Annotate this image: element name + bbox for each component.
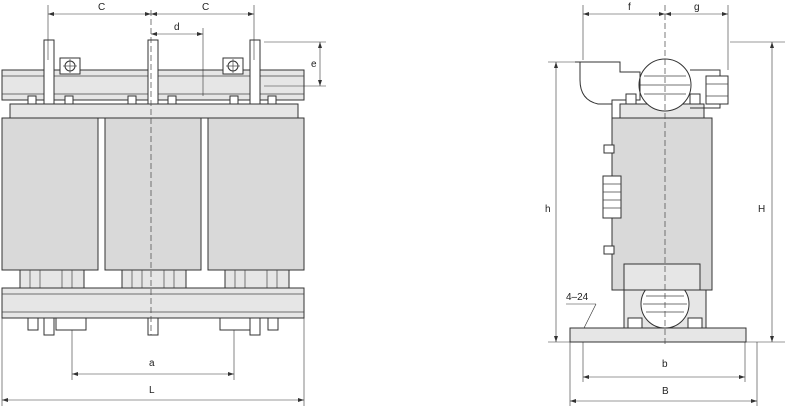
base-foot-left xyxy=(55,317,87,331)
front-view xyxy=(1,10,305,336)
dim-label-g: g xyxy=(694,2,700,13)
dim-label-c-right: C xyxy=(202,2,209,13)
tap-links xyxy=(602,144,622,255)
dim-label-a: a xyxy=(149,358,155,369)
coil-phase-c xyxy=(207,117,305,271)
dim-label-L: L xyxy=(149,385,155,396)
coil-phase-a xyxy=(1,117,99,271)
side-base-plate xyxy=(569,327,747,343)
coil-supports xyxy=(19,269,290,289)
dim-label-f: f xyxy=(628,2,631,13)
front-dimensions: C C d e a L xyxy=(1,2,326,406)
side-dimensions: f g h H 4–24 b B xyxy=(545,2,785,406)
side-top-clamp-left xyxy=(575,61,641,118)
side-coil-body xyxy=(611,117,713,291)
base-foot-right xyxy=(219,317,251,331)
bottom-yoke-clamp xyxy=(1,287,305,319)
dim-label-h: h xyxy=(545,204,551,215)
dim-label-e: e xyxy=(311,59,317,70)
holes-callout: 4–24 xyxy=(566,292,589,303)
dim-label-b: b xyxy=(662,359,668,370)
dim-label-d: d xyxy=(174,22,180,33)
coil-phase-b xyxy=(104,117,202,271)
dim-label-c-left: C xyxy=(98,2,105,13)
dim-label-B: B xyxy=(662,386,669,397)
side-view xyxy=(569,5,747,345)
dim-label-H: H xyxy=(758,204,765,215)
